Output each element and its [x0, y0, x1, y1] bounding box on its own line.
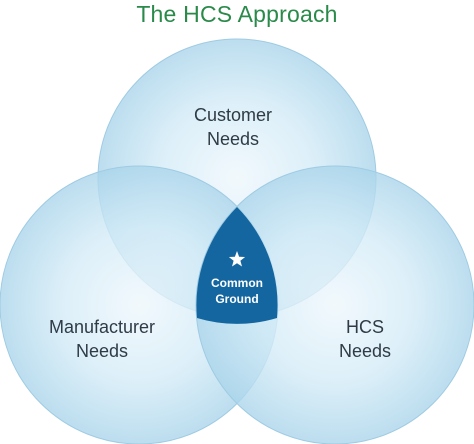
customer-needs-label-line1: Customer [194, 105, 272, 125]
manufacturer-needs-label-line1: Manufacturer [49, 317, 155, 337]
common-ground-region [196, 207, 278, 324]
hcs-needs-label-line2: Needs [339, 341, 391, 361]
common-ground-label-line2: Ground [215, 292, 258, 306]
customer-needs-label-line2: Needs [207, 129, 259, 149]
manufacturer-needs-label-line2: Needs [76, 341, 128, 361]
hcs-needs-circle [195, 165, 474, 444]
star-icon [228, 251, 246, 267]
common-ground-label-line1: Common [211, 276, 263, 290]
hcs-needs-label-line1: HCS [346, 317, 384, 337]
diagram-title: The HCS Approach [136, 1, 338, 27]
